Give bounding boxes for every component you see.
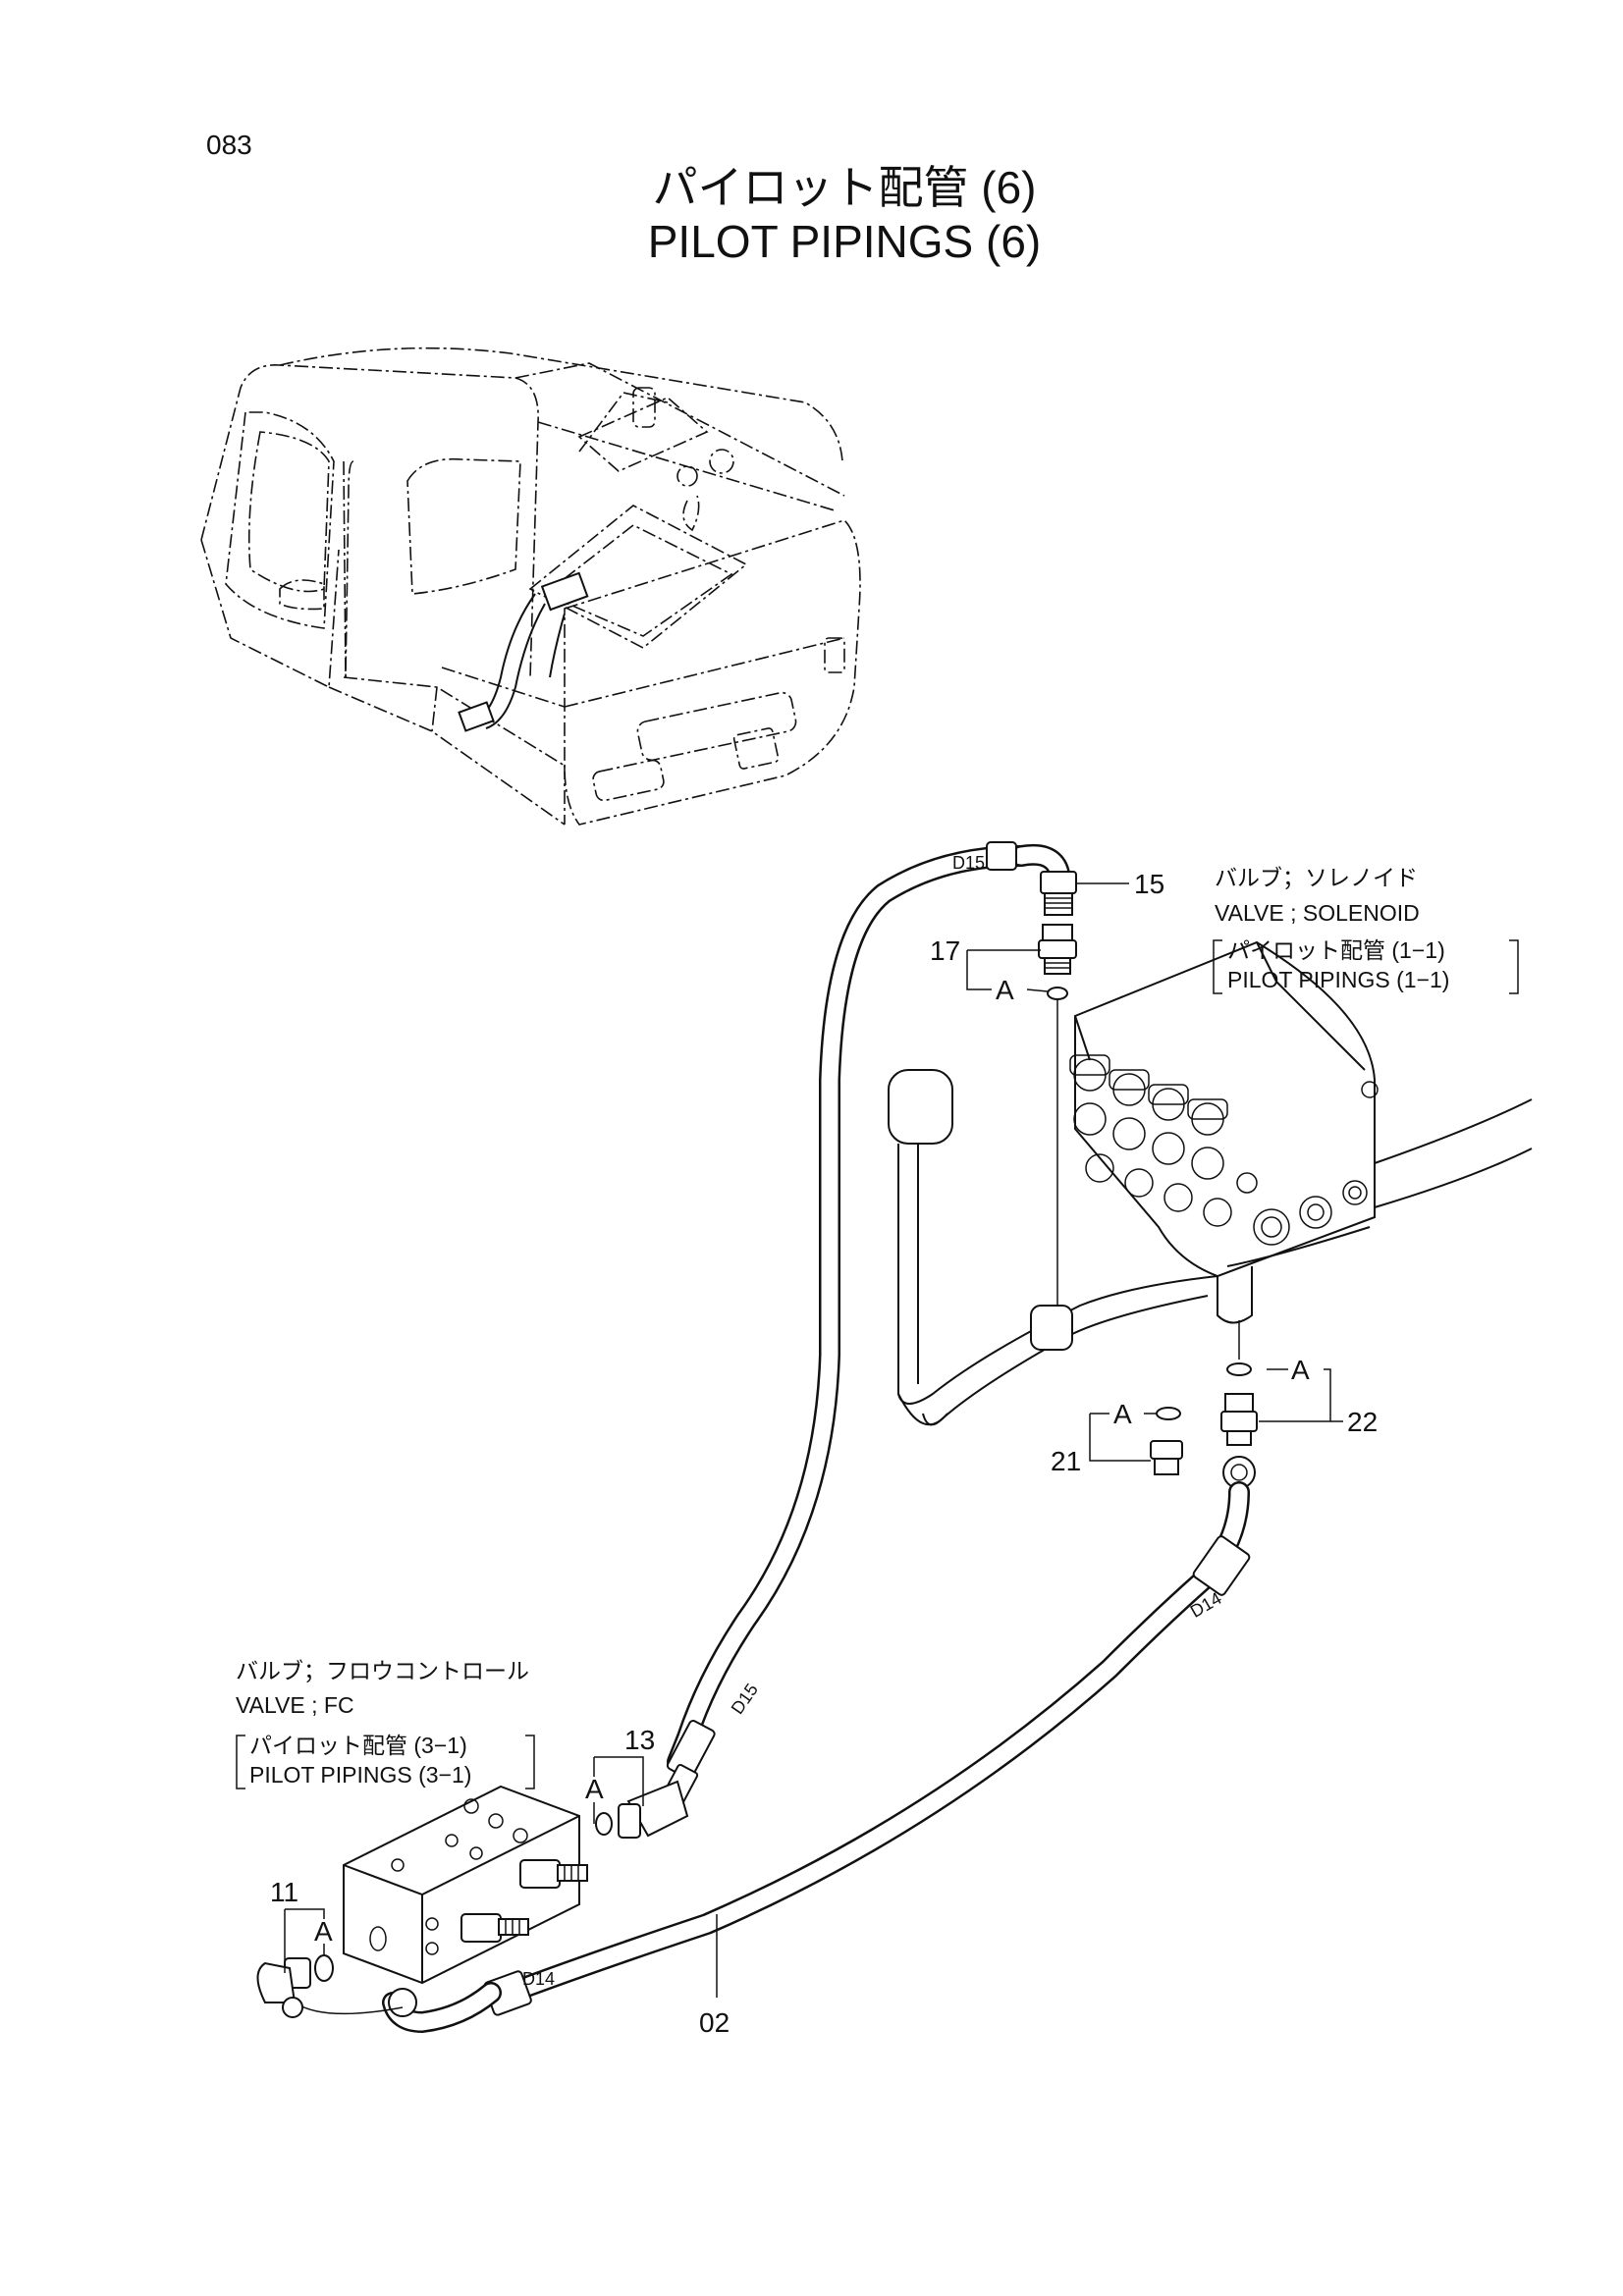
hose-tag-d14-low: D14	[522, 1969, 555, 1989]
hose-tag-d15-top: D15	[952, 853, 985, 873]
page-title-en: PILOT PIPINGS (6)	[648, 216, 1041, 267]
part-11-label: 11	[270, 1877, 298, 1907]
fc-ref-en: VALVE ; FC	[236, 1692, 354, 1718]
solenoid-ref-sub-jp: パイロット配管 (1−1)	[1227, 937, 1445, 963]
solenoid-valve-block	[1069, 940, 1379, 1324]
solenoid-ref-sub-en: PILOT PIPINGS (1−1)	[1227, 967, 1449, 992]
part-15-label: 15	[1134, 869, 1164, 899]
fitting-15	[1040, 871, 1077, 916]
solenoid-note-bracket	[1213, 939, 1519, 994]
page-number: 083	[206, 130, 252, 160]
fc-note-bracket	[236, 1735, 535, 1789]
solenoid-ref-jp: バルブ；ソレノイド	[1215, 865, 1418, 890]
part-17-label: 17	[930, 935, 960, 966]
hose-d14-assembly	[294, 1481, 1251, 2034]
fitting-11	[256, 1954, 334, 2018]
excavator-location-view	[200, 347, 861, 826]
swing-frame-outline	[888, 1069, 1533, 1426]
o-ring-17	[1047, 987, 1068, 1000]
part-02-label: 02	[699, 2007, 730, 2038]
fc-ref-sub-en: PILOT PIPINGS (3−1)	[249, 1762, 471, 1788]
solenoid-ref-en: VALVE ; SOLENOID	[1215, 900, 1420, 926]
o-ring-marker-11: A	[314, 1916, 333, 1947]
page-title-jp: パイロット配管 (6)	[653, 162, 1037, 213]
leader-lines	[284, 882, 1343, 1998]
fitting-22	[1220, 1362, 1258, 1489]
fc-ref-jp: バルブ；フロウコントロール	[236, 1658, 529, 1683]
o-ring-marker-22: A	[1291, 1355, 1310, 1385]
part-22-label: 22	[1347, 1407, 1378, 1437]
hose-tag-d15-mid: D15	[728, 1680, 762, 1718]
fitting-13	[595, 1780, 689, 1839]
fc-ref-sub-jp: パイロット配管 (3−1)	[249, 1733, 467, 1758]
o-ring-marker-21: A	[1113, 1399, 1132, 1429]
part-13-label: 13	[624, 1725, 655, 1755]
hose-d15-assembly	[662, 841, 1071, 1805]
fitting-21	[1150, 1407, 1183, 1475]
o-ring-marker-17: A	[996, 975, 1014, 1005]
fc-valve-block	[343, 1785, 588, 1985]
o-ring-marker-13: A	[585, 1774, 604, 1804]
fitting-17	[1038, 924, 1077, 975]
part-21-label: 21	[1051, 1446, 1081, 1476]
